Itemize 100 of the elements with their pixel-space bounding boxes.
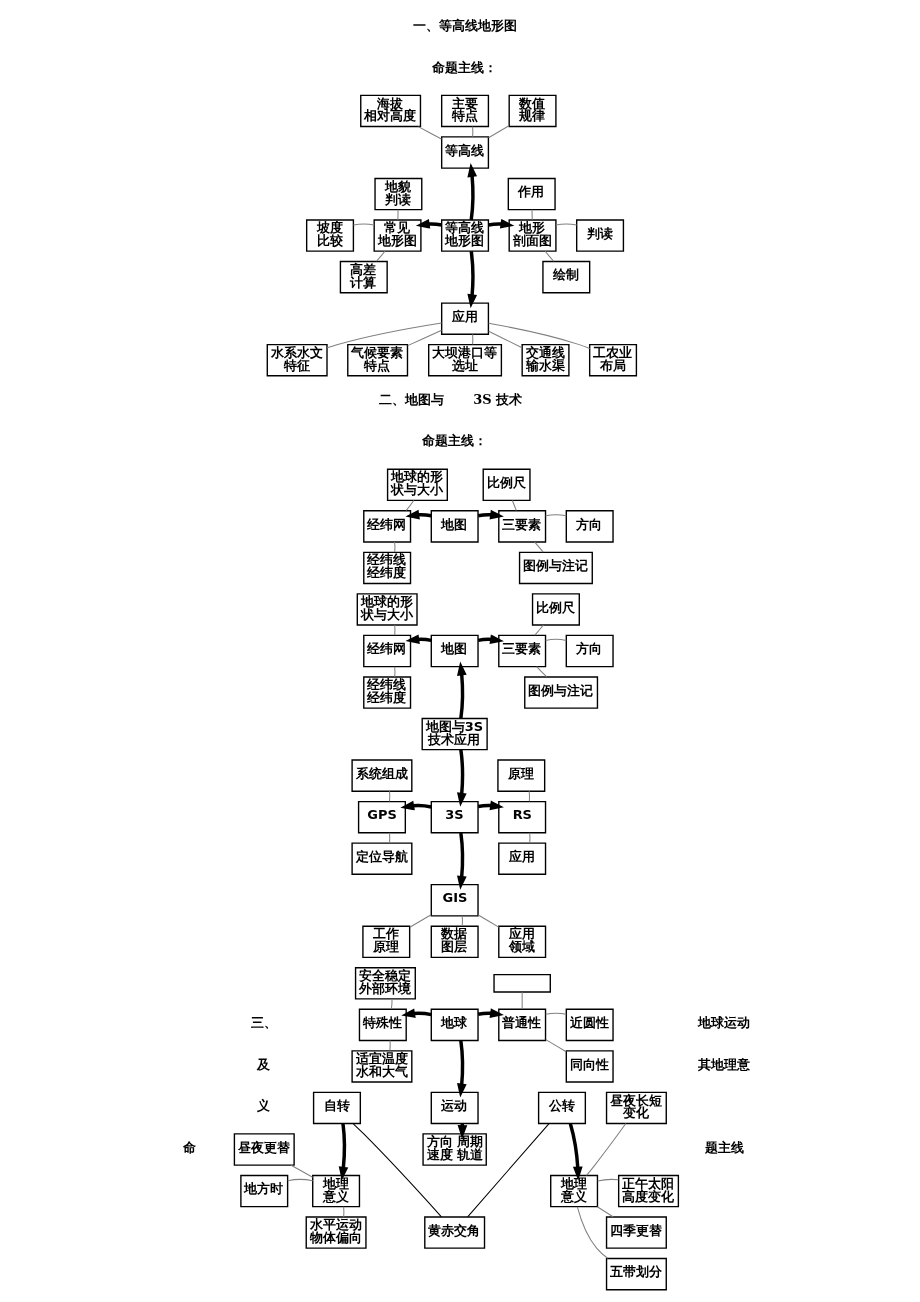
connector bbox=[533, 541, 544, 553]
connector bbox=[544, 1039, 567, 1053]
label: 及 bbox=[256, 1056, 270, 1072]
connector bbox=[405, 500, 414, 512]
node-box: 交通线输水渠 bbox=[520, 343, 570, 377]
node-box: GPS bbox=[357, 800, 406, 834]
connector bbox=[555, 223, 577, 226]
node-box: 地球 bbox=[430, 1008, 479, 1042]
node-box: 作用 bbox=[507, 177, 556, 211]
node-box: 方向 周期速度 轨道 bbox=[421, 1133, 487, 1166]
label: 命题主线： bbox=[421, 433, 487, 449]
arrow bbox=[456, 1040, 467, 1098]
arrow bbox=[415, 218, 442, 229]
arrow bbox=[456, 661, 467, 719]
connector bbox=[477, 914, 499, 928]
node-box: 安全稳定外部环境 bbox=[354, 967, 416, 1000]
node-box: 工农业布局 bbox=[588, 343, 637, 377]
connector bbox=[393, 624, 395, 636]
label: 义 bbox=[256, 1098, 270, 1114]
node-box: 地图 bbox=[430, 634, 479, 668]
connector bbox=[396, 209, 399, 221]
node-box: 比例尺 bbox=[482, 468, 531, 502]
node-box: 地方时 bbox=[239, 1174, 288, 1208]
node-box: 地图 bbox=[430, 510, 479, 543]
arrow bbox=[568, 1123, 583, 1181]
node-box: 判读 bbox=[575, 219, 624, 252]
arrow bbox=[487, 219, 514, 229]
node-box: 气候要素特点 bbox=[346, 343, 408, 377]
node-box: 图例与注记 bbox=[523, 676, 598, 709]
node-box: 同向性 bbox=[565, 1050, 614, 1083]
connector bbox=[326, 322, 442, 349]
label: 命 bbox=[182, 1139, 196, 1155]
connector bbox=[286, 1178, 313, 1182]
connector bbox=[393, 666, 395, 678]
node-box: 正午太阳高度变化 bbox=[617, 1174, 679, 1208]
connector bbox=[461, 915, 463, 927]
node-box: GIS bbox=[430, 883, 479, 917]
connector bbox=[388, 832, 390, 844]
arrow bbox=[456, 749, 467, 807]
node-box: 昼夜更替 bbox=[233, 1133, 295, 1166]
node-box: 经纬网 bbox=[362, 634, 411, 668]
label: 命题主线： bbox=[431, 59, 497, 75]
node-box: 三要素 bbox=[497, 510, 546, 543]
node-box: 等高线地形图 bbox=[440, 219, 489, 252]
connector bbox=[487, 330, 522, 349]
node-box: 经纬线经纬度 bbox=[362, 551, 411, 585]
arrow bbox=[466, 251, 477, 309]
node-box: 五带划分 bbox=[605, 1257, 667, 1291]
node-box: 水系水文特征 bbox=[266, 343, 328, 377]
node-box: 地理意义 bbox=[311, 1174, 360, 1208]
node-box: 方向 bbox=[565, 510, 614, 543]
node-box: 特殊性 bbox=[358, 1008, 407, 1042]
connector bbox=[544, 638, 567, 641]
connector bbox=[352, 223, 375, 226]
connector bbox=[471, 126, 473, 138]
label: 一、等高线地形图 bbox=[412, 18, 517, 34]
node-box: 比例尺 bbox=[531, 593, 580, 626]
node-box: 应用领域 bbox=[497, 925, 546, 959]
node-box: 图例与注记 bbox=[518, 551, 593, 585]
connector bbox=[342, 1206, 344, 1218]
node-box: 数据图层 bbox=[430, 925, 479, 959]
label: 题主线 bbox=[704, 1139, 744, 1155]
connector bbox=[487, 125, 509, 139]
node-box: 四季更替 bbox=[605, 1216, 667, 1249]
connector bbox=[375, 250, 385, 262]
node-box: 普通性 bbox=[497, 1008, 546, 1042]
node-box: 等高线 bbox=[440, 136, 489, 169]
node-box: 方向 bbox=[565, 634, 614, 668]
connector bbox=[417, 126, 442, 140]
node-box: 主要特点 bbox=[440, 94, 489, 128]
connector bbox=[528, 832, 530, 844]
node-box: 地图与3S技术应用 bbox=[421, 717, 488, 751]
node-box: 地形剖面图 bbox=[508, 219, 557, 252]
connector bbox=[576, 1206, 608, 1259]
node-box: 应用 bbox=[440, 302, 489, 335]
connector bbox=[352, 1123, 442, 1218]
connector bbox=[544, 250, 554, 262]
connector bbox=[388, 790, 390, 802]
connector bbox=[531, 209, 533, 221]
node-box: 水平运动物体偏向 bbox=[305, 1216, 367, 1249]
connector bbox=[533, 624, 544, 636]
connector bbox=[290, 1164, 313, 1178]
node-box: 地理意义 bbox=[549, 1174, 598, 1208]
node-box: 坡度比较 bbox=[305, 219, 354, 252]
node-box: 大坝港口等选址 bbox=[427, 343, 502, 377]
node-box: 经纬线经纬度 bbox=[362, 676, 411, 709]
node-box: RS bbox=[497, 800, 546, 834]
connector bbox=[528, 790, 530, 802]
node-box: 地球的形状与大小 bbox=[386, 468, 448, 502]
connector bbox=[596, 1206, 613, 1218]
node-box: 工作原理 bbox=[361, 925, 410, 959]
arrow bbox=[400, 1008, 432, 1018]
node-box: 适宜温度水和大气 bbox=[350, 1050, 412, 1083]
node-box: 3S bbox=[430, 800, 479, 834]
node-box: 定位导航 bbox=[350, 842, 412, 875]
node-box: 绘制 bbox=[541, 260, 590, 294]
node-box: 三要素 bbox=[497, 634, 546, 668]
node-box: 近圆性 bbox=[565, 1008, 614, 1042]
node-box: 数值规律 bbox=[508, 94, 557, 128]
node-box: 黄赤交角 bbox=[423, 1216, 485, 1249]
